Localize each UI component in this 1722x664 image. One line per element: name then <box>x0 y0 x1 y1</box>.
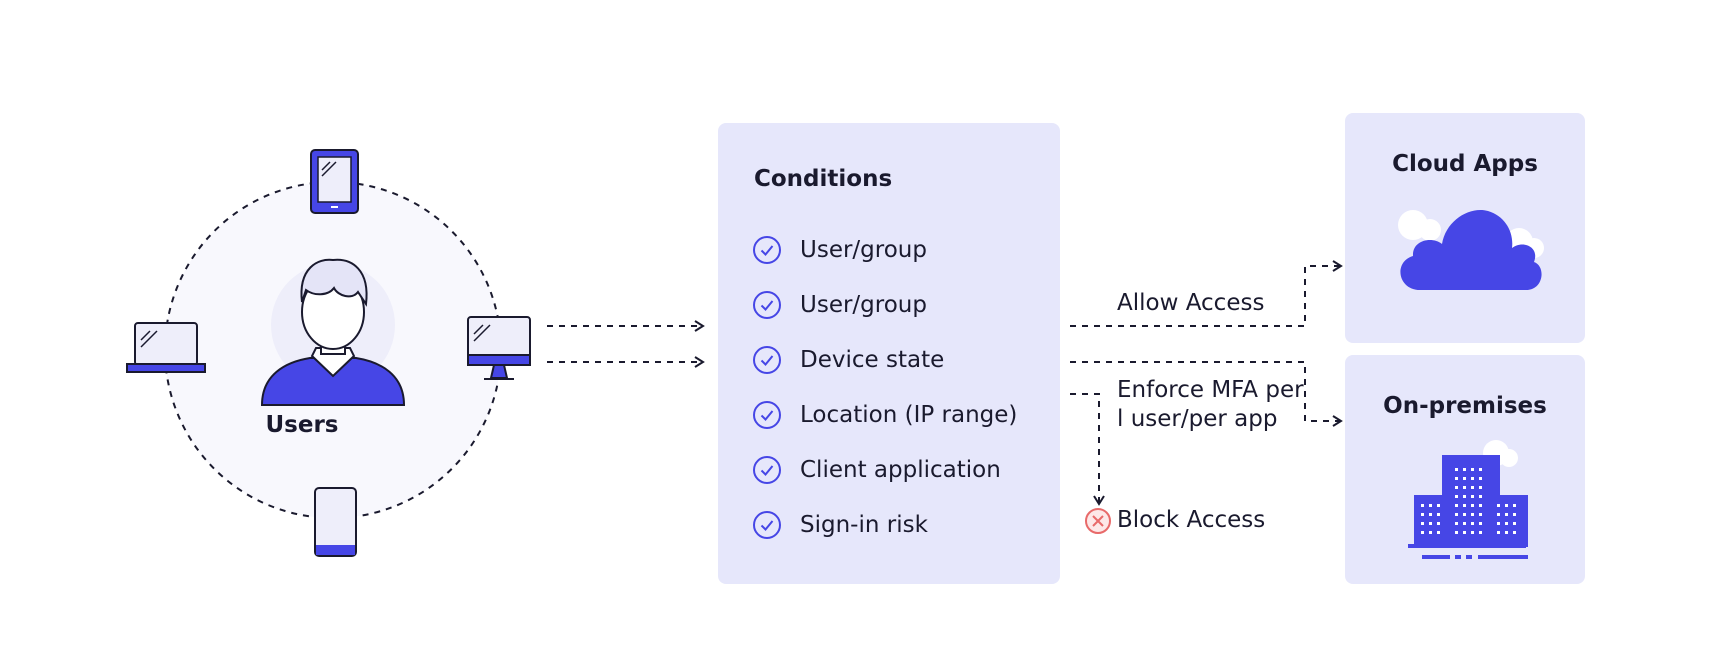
condition-label: User/group <box>800 292 927 318</box>
condition-label: Sign-in risk <box>800 512 928 538</box>
check-circle-icon <box>753 291 781 319</box>
users-label: Users <box>265 412 339 438</box>
conditions-title: Conditions <box>754 166 893 192</box>
condition-item: Sign-in risk <box>752 508 928 542</box>
condition-item: Location (IP range) <box>752 398 1017 432</box>
condition-label: User/group <box>800 237 927 263</box>
conditions-panel <box>718 123 1060 584</box>
laptop-icon <box>126 322 206 373</box>
condition-item: Device state <box>752 343 944 377</box>
condition-label: Location (IP range) <box>800 402 1018 428</box>
block-x-icon <box>1085 508 1111 534</box>
check-circle-icon <box>753 346 781 374</box>
allow-access-label: Allow Access <box>1117 290 1265 316</box>
on-premises-title: On-premises <box>1383 393 1547 419</box>
user-avatar-icon <box>260 258 406 406</box>
cloud-icon <box>1398 209 1544 290</box>
enforce-mfa-label: Enforce MFA per l user/per app <box>1117 377 1304 432</box>
check-circle-icon <box>753 401 781 429</box>
block-access-label: Block Access <box>1117 507 1266 533</box>
condition-label: Device state <box>800 347 945 373</box>
check-circle-icon <box>753 511 781 539</box>
condition-item: Client application <box>752 453 1001 487</box>
block-access-arrow <box>1070 393 1105 506</box>
check-circle-icon <box>753 456 781 484</box>
condition-label: Client application <box>800 457 1001 483</box>
allow-access-arrow <box>1070 260 1343 327</box>
smartphone-icon <box>314 487 357 557</box>
enforce-mfa-arrow <box>1070 361 1343 427</box>
check-circle-icon <box>753 236 781 264</box>
tablet-icon <box>310 149 359 214</box>
condition-item: User/group <box>752 288 927 322</box>
desktop-monitor-icon <box>467 316 531 380</box>
condition-item: User/group <box>752 233 927 267</box>
buildings-icon <box>1408 440 1528 559</box>
cloud-apps-title: Cloud Apps <box>1392 151 1538 177</box>
